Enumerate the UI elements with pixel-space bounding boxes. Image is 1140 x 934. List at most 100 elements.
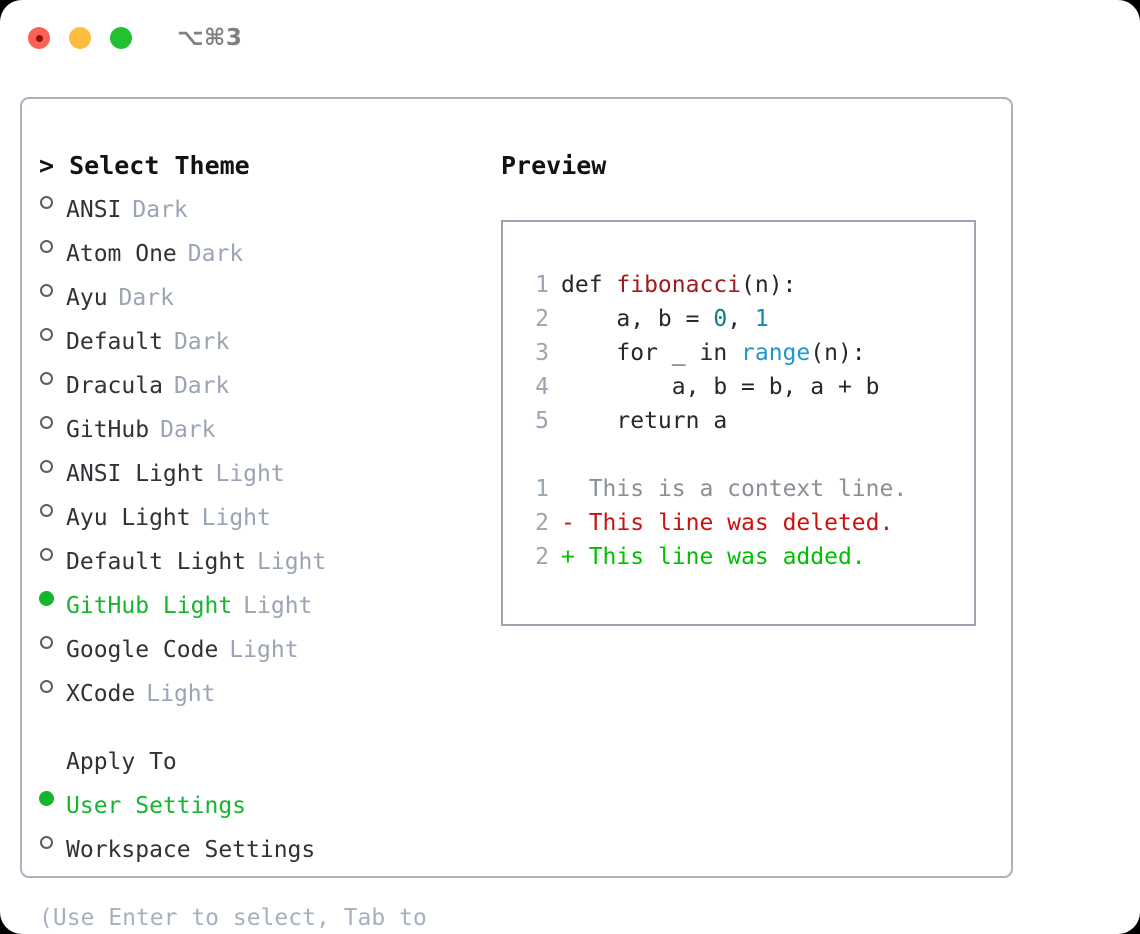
diff-line-add: 2 + This line was added. (515, 540, 907, 574)
window-controls (28, 27, 132, 49)
code-line: 2 a, b = 0, 1 (515, 302, 907, 336)
apply-to-option-label: Workspace Settings (66, 837, 316, 863)
radio-empty-icon (39, 447, 66, 481)
line-number: 5 (535, 408, 549, 434)
theme-variant-badge: Light (215, 461, 285, 487)
theme-option-label: Default (66, 329, 163, 355)
radio-empty-icon (39, 491, 66, 525)
theme-option-default[interactable]: Default Dark (39, 315, 489, 359)
preview-title: Preview (501, 151, 607, 180)
apply-to-header: Apply To (66, 749, 177, 775)
theme-option-label: GitHub Light (66, 593, 233, 619)
theme-option-label: Dracula (66, 373, 163, 399)
theme-variant-badge: Light (257, 549, 327, 575)
code-line: 5 return a (515, 404, 907, 438)
radio-empty-icon (39, 403, 66, 437)
theme-option-label: ANSI (66, 197, 122, 223)
radio-empty-icon (39, 227, 66, 261)
diff-text: This line was added. (588, 544, 866, 570)
keyboard-hint: (Use Enter to select, Tab to change focu… (39, 905, 427, 931)
theme-option-ansi-light[interactable]: ANSI Light Light (39, 447, 489, 491)
radio-empty-icon (39, 315, 66, 349)
line-number: 1 (535, 272, 549, 298)
theme-variant-badge: Light (146, 681, 216, 707)
code-token: (n): (810, 340, 866, 366)
line-number: 4 (535, 374, 549, 400)
theme-option-label: Atom One (66, 241, 177, 267)
radio-empty-icon (39, 359, 66, 393)
code-token: range (741, 340, 811, 366)
code-token: fibonacci (616, 272, 742, 298)
radio-selected-icon (39, 779, 66, 813)
theme-variant-badge: Dark (160, 417, 216, 443)
theme-option-atom-one[interactable]: Atom One Dark (39, 227, 489, 271)
code-line: 1 def fibonacci(n): (515, 268, 907, 302)
code-token: a, b = b, a + b (561, 374, 880, 400)
theme-option-label: GitHub (66, 417, 150, 443)
code-line: 4 a, b = b, a + b (515, 370, 907, 404)
diff-marker: + (561, 544, 589, 570)
close-button[interactable] (28, 27, 50, 49)
select-theme-header: > Select Theme (39, 151, 250, 180)
theme-variant-badge: Light (229, 637, 299, 663)
code-token: 0 (713, 306, 728, 332)
line-number: 2 (535, 306, 549, 332)
theme-variant-badge: Dark (173, 329, 230, 355)
theme-option-label: Ayu Light (66, 505, 191, 531)
radio-empty-icon (39, 271, 66, 305)
diff-line-context: 1 This is a context line. (515, 472, 907, 506)
radio-empty-icon (39, 623, 66, 657)
theme-option-ansi[interactable]: ANSI Dark (39, 183, 489, 227)
line-number: 3 (535, 340, 549, 366)
code-token: for _ in (561, 340, 742, 366)
code-token: (n): (741, 272, 797, 298)
theme-option-label: Ayu (66, 285, 108, 311)
theme-option-ayu-light[interactable]: Ayu Light Light (39, 491, 489, 535)
theme-option-label: Default Light (66, 549, 247, 575)
code-token: , (727, 306, 755, 332)
diff-marker (561, 472, 589, 506)
theme-variant-badge: Dark (132, 197, 188, 223)
code-diff-separator (515, 438, 907, 472)
titlebar: ⌥⌘3 (0, 0, 1140, 76)
theme-variant-badge: Light (201, 505, 271, 531)
theme-option-label: Google Code (66, 637, 219, 663)
radio-selected-icon (39, 579, 66, 613)
code-token: return a (561, 408, 728, 434)
theme-variant-badge: Light (243, 593, 313, 619)
diff-line-del: 2- This line was deleted. (515, 506, 907, 540)
theme-option-dracula[interactable]: Dracula Dark (39, 359, 489, 403)
line-number: 2 (535, 510, 549, 536)
diff-text: This line was deleted. (588, 510, 894, 536)
apply-to-option-workspace-settings[interactable]: Workspace Settings (39, 823, 489, 867)
radio-empty-icon (39, 183, 66, 217)
code-token: a, b = (561, 306, 714, 332)
apply-to-option-user-settings[interactable]: User Settings (39, 779, 489, 823)
theme-option-label: ANSI Light (66, 461, 205, 487)
code-token: def (561, 272, 617, 298)
maximize-button[interactable] (110, 27, 132, 49)
theme-option-github[interactable]: GitHub Dark (39, 403, 489, 447)
radio-empty-icon (39, 667, 66, 701)
radio-empty-icon (39, 823, 66, 857)
line-number: 2 (535, 544, 549, 570)
diff-text: This is a context line. (588, 476, 908, 502)
theme-variant-badge: Dark (187, 241, 244, 267)
theme-option-default-light[interactable]: Default Light Light (39, 535, 489, 579)
theme-option-google-code[interactable]: Google Code Light (39, 623, 489, 667)
keyboard-shortcut-label: ⌥⌘3 (177, 25, 243, 51)
theme-option-github-light[interactable]: GitHub Light Light (39, 579, 489, 623)
apply-to-option-label: User Settings (66, 793, 247, 819)
minimize-button[interactable] (69, 27, 91, 49)
theme-variant-badge: Dark (173, 373, 230, 399)
